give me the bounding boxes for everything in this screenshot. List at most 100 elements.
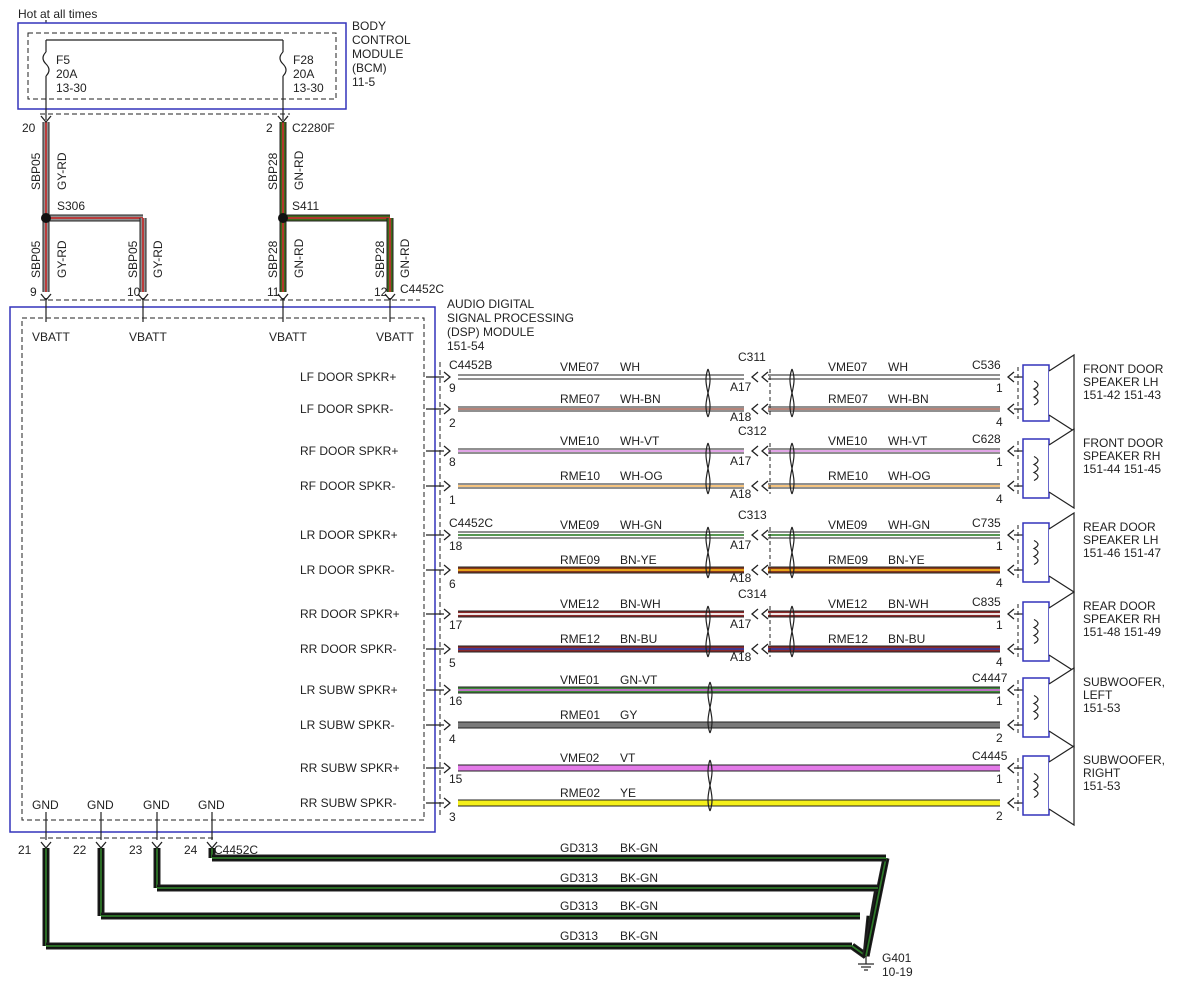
inline-conn-b-1-0 [760, 445, 769, 457]
inline-conn-label-1: C312 [738, 424, 767, 438]
vbatt-label-2: VBATT [269, 330, 307, 344]
vbatt-label-0: VBATT [32, 330, 70, 344]
color-5-1: YE [620, 786, 636, 800]
gnd-color-2: BK-GN [620, 871, 658, 885]
inline-conn-3-0 [750, 608, 759, 620]
circuit-spk-0-1: RME07 [828, 392, 868, 406]
dsp-label-1: AUDIO DIGITAL [447, 297, 534, 311]
spk-conn-label-4: C4447 [972, 671, 1008, 685]
bcm-module-box [17, 22, 347, 110]
speaker-5-cone-icon [1048, 744, 1075, 827]
feed-pin-3-number: 12 [374, 285, 388, 299]
spk-conn-label-3: C835 [972, 595, 1001, 609]
speaker-1-coil-icon [1032, 455, 1039, 482]
dsp-pin-2-0: 18 [449, 539, 463, 553]
dsp-connector-0-1 [443, 403, 452, 415]
inline-conn-b-0-0 [760, 371, 769, 383]
terminal-2-0: LR DOOR SPKR+ [300, 528, 398, 542]
inline-conn-b-2-1 [760, 564, 769, 576]
feed-1-wire-label: SBP05 [126, 240, 140, 278]
gnd-wire-conv-3-stripe [865, 857, 887, 957]
ground-connector-label: C4452C [214, 843, 258, 857]
inline-conn-b-3-0 [760, 608, 769, 620]
ground-ref-label: 10-19 [882, 965, 913, 979]
speaker-1-box [1022, 438, 1050, 499]
terminal-4-0: LR SUBW SPKR+ [300, 683, 398, 697]
twist-spk-1-b [789, 442, 795, 495]
color-4-0: GN-VT [620, 673, 658, 687]
circuit-spk-3-1: RME12 [828, 632, 868, 646]
terminal-3-1: RR DOOR SPKR- [300, 642, 397, 656]
feed-0-wire-label: SBP05 [29, 240, 43, 278]
inline-pin-2-1: A18 [730, 571, 752, 585]
spk-pin-3-0: 1 [996, 618, 1003, 632]
circuit-dsp-3-0: VME12 [560, 597, 600, 611]
bcm-inner-box [27, 32, 337, 100]
dsp-connector-2-0 [443, 529, 452, 541]
inline-conn-0-1 [750, 403, 759, 415]
speaker-0-coil-icon [1032, 380, 1039, 406]
spk-connector-1-1 [1006, 480, 1015, 492]
spk-pin-1-1: 4 [996, 492, 1003, 506]
gnd-label-0: GND [32, 798, 59, 812]
speaker-3-cone-icon [1048, 590, 1075, 673]
terminal-0-1: LF DOOR SPKR- [300, 402, 393, 416]
spk-connector-1-0 [1006, 445, 1015, 457]
spk-connector-4-1 [1006, 719, 1015, 731]
gnd-pin-3: 24 [184, 843, 198, 857]
dsp-pin-3-1: 5 [449, 656, 456, 670]
speaker-5-label-1: RIGHT [1083, 766, 1121, 780]
circuit-5-1: RME02 [560, 786, 600, 800]
fuse-f5-ref: 13-30 [56, 81, 87, 95]
inline-conn-1-0 [750, 445, 759, 457]
color-dsp-3-0: BN-WH [620, 597, 661, 611]
dsp-pin-1-0: 8 [449, 455, 456, 469]
spk-conn-label-1: C628 [972, 432, 1001, 446]
sbp28-upper-wire-label: SBP28 [266, 152, 280, 190]
color-spk-2-1: BN-YE [888, 553, 925, 567]
speaker-0-label-0: FRONT DOOR [1083, 362, 1164, 376]
speaker-4-box [1022, 677, 1050, 738]
dsp-connector-top: C4452C [400, 282, 444, 296]
terminal-1-0: RF DOOR SPKR+ [300, 444, 398, 458]
speaker-5-label-0: SUBWOOFER, [1083, 753, 1165, 767]
speaker-4-label-1: LEFT [1083, 688, 1113, 702]
speaker-3-label-2: 151-48 151-49 [1083, 625, 1161, 639]
inline-pin-0-0: A17 [730, 380, 752, 394]
inline-conn-b-3-1 [760, 643, 769, 655]
spk-connector-2-1 [1006, 564, 1015, 576]
speaker-4-coil-icon [1032, 694, 1039, 721]
bcm-pin-20-connector [40, 115, 52, 124]
speaker-5-label-2: 151-53 [1083, 779, 1121, 793]
dsp-connector-1-1 [443, 480, 452, 492]
speaker-2-label-2: 151-46 151-47 [1083, 546, 1161, 560]
inline-conn-0-0 [750, 371, 759, 383]
fuse-f5-amps: 20A [56, 67, 77, 81]
bcm-label-3: MODULE [352, 47, 403, 61]
feed-pin-2-number: 11 [267, 285, 280, 299]
inline-conn-label-3: C314 [738, 587, 767, 601]
spk-connector-2-0 [1006, 529, 1015, 541]
speaker-4-cone-icon [1048, 666, 1075, 749]
speaker-2-label-0: REAR DOOR [1083, 520, 1156, 534]
splice-s411-label: S411 [292, 199, 319, 213]
spk-pin-1-0: 1 [996, 455, 1003, 469]
circuit-spk-1-0: VME10 [828, 434, 868, 448]
circuit-spk-2-0: VME09 [828, 518, 868, 532]
inline-conn-2-1 [750, 564, 759, 576]
speaker-2-cone-icon [1048, 511, 1075, 594]
color-dsp-2-1: BN-YE [620, 553, 657, 567]
speaker-4-label-0: SUBWOOFER, [1083, 675, 1165, 689]
color-dsp-2-0: WH-GN [620, 518, 662, 532]
gnd-color-3: BK-GN [620, 841, 658, 855]
speaker-1-label-0: FRONT DOOR [1083, 436, 1164, 450]
bcm-pin-2-connector [277, 115, 289, 124]
color-4-1: GY [620, 708, 637, 722]
inline-conn-b-2-0 [760, 529, 769, 541]
gnd-label-2: GND [143, 798, 170, 812]
bcm-pin-20: 20 [22, 121, 36, 135]
splice-s306-dot [41, 213, 51, 223]
bcm-connector-label: C2280F [292, 121, 335, 135]
color-spk-1-0: WH-VT [888, 434, 928, 448]
